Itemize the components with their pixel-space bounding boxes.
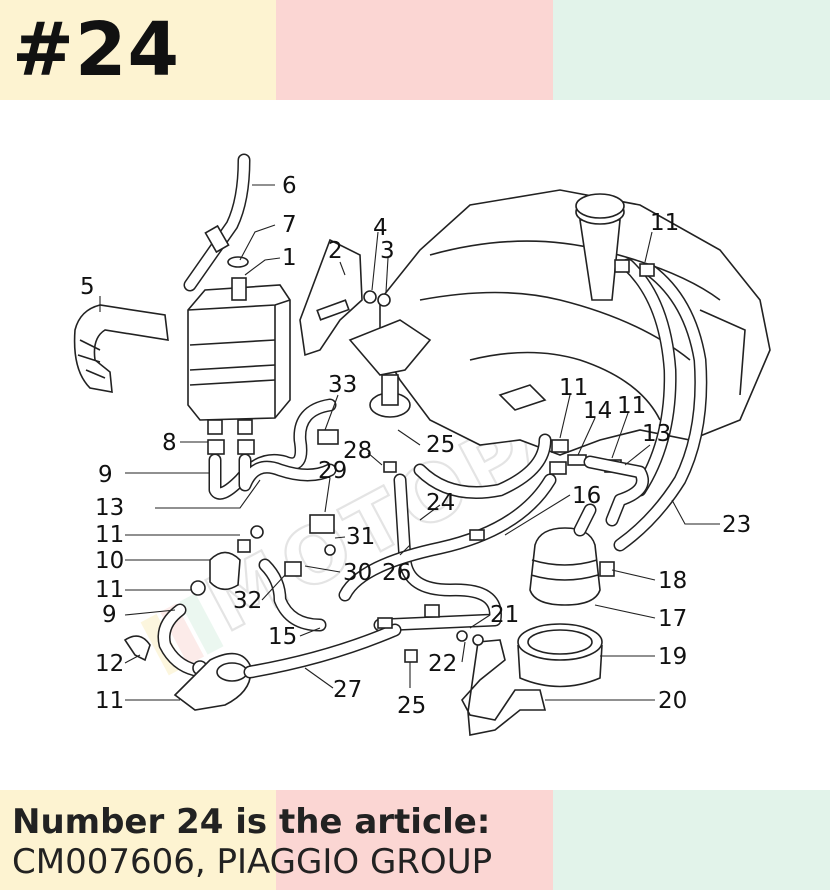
canister bbox=[187, 277, 291, 435]
callout-label: 13 bbox=[642, 421, 671, 447]
callout-label: 22 bbox=[428, 651, 457, 677]
parts-diagram: MOTOPARTS bbox=[73, 153, 771, 736]
callout-label: 8 bbox=[162, 430, 177, 456]
reference-number: #24 bbox=[12, 7, 180, 93]
callout-label: 24 bbox=[426, 490, 455, 516]
band-green bbox=[553, 0, 830, 100]
callout-label: 25 bbox=[397, 693, 426, 719]
band-green bbox=[553, 790, 830, 890]
bracket-5 bbox=[73, 304, 169, 393]
callout-label: 6 bbox=[282, 173, 297, 199]
filter-17 bbox=[529, 503, 615, 606]
callout-label: 32 bbox=[233, 588, 262, 614]
callout-label: 11 bbox=[650, 210, 679, 236]
callout-label: 14 bbox=[583, 398, 612, 424]
callout-label: 12 bbox=[95, 651, 124, 677]
callout-label: 9 bbox=[98, 462, 113, 488]
band-yellow bbox=[0, 790, 276, 890]
callout-label: 15 bbox=[268, 624, 297, 650]
callout-label: 11 bbox=[95, 522, 124, 548]
callout-label: 30 bbox=[343, 560, 372, 586]
callout-label: 2 bbox=[328, 238, 343, 264]
callout-label: 10 bbox=[95, 548, 124, 574]
callout-label: 4 bbox=[373, 215, 388, 241]
band-pink bbox=[276, 0, 553, 100]
callout-label: 21 bbox=[490, 602, 519, 628]
band-yellow bbox=[0, 0, 276, 100]
callout-label: 11 bbox=[95, 577, 124, 603]
callout-label: 11 bbox=[95, 688, 124, 714]
callout-label: 23 bbox=[722, 512, 751, 538]
callout-label: 20 bbox=[658, 688, 687, 714]
callout-label: 18 bbox=[658, 568, 687, 594]
caption-article: CM007606, PIAGGIO GROUP bbox=[12, 842, 493, 882]
callout-label: 13 bbox=[95, 495, 124, 521]
callout-label: 26 bbox=[382, 560, 411, 586]
caption-heading: Number 24 is the article: bbox=[12, 802, 491, 842]
callout-label: 28 bbox=[343, 438, 372, 464]
callout-label: 16 bbox=[572, 483, 601, 509]
callout-label: 17 bbox=[658, 606, 687, 632]
callout-label: 11 bbox=[617, 393, 646, 419]
callout-labels: 6 7 1 5 2 4 3 11 33 8 28 25 11 14 11 13 … bbox=[80, 173, 751, 719]
callout-label: 29 bbox=[318, 458, 347, 484]
fuel-tank bbox=[379, 189, 771, 456]
leader-lines bbox=[99, 184, 720, 701]
callout-label: 33 bbox=[328, 372, 357, 398]
header-band bbox=[0, 0, 830, 100]
callout-label: 11 bbox=[559, 375, 588, 401]
callout-label: 25 bbox=[426, 432, 455, 458]
callout-label: 1 bbox=[282, 245, 297, 271]
callout-label: 27 bbox=[333, 677, 362, 703]
callout-label: 9 bbox=[102, 602, 117, 628]
caption-band bbox=[0, 790, 830, 890]
band-pink bbox=[276, 790, 553, 890]
callout-label: 3 bbox=[380, 238, 395, 264]
callout-label: 31 bbox=[346, 524, 375, 550]
callout-label: 19 bbox=[658, 644, 687, 670]
callout-label: 7 bbox=[282, 212, 297, 238]
callout-label: 5 bbox=[80, 274, 95, 300]
